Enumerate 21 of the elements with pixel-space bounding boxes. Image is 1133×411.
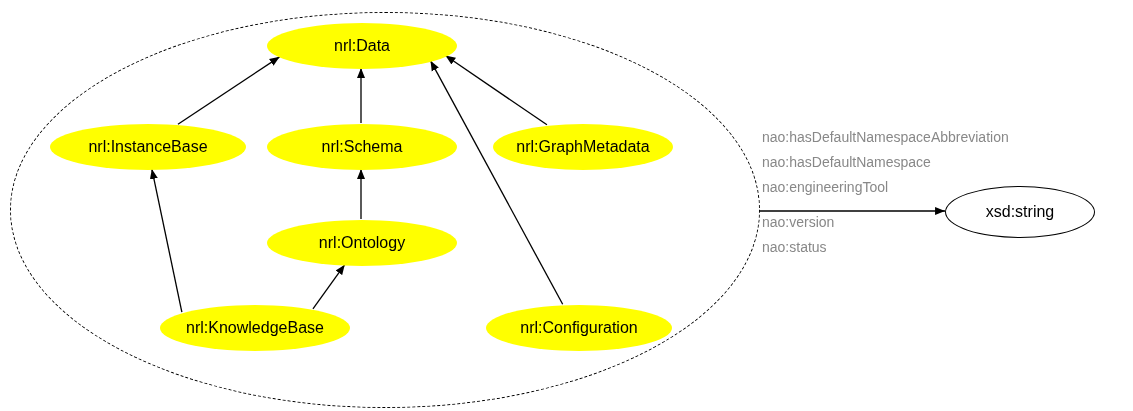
class-ellipse: nrl:Data xyxy=(267,23,457,69)
property-label: nao:status xyxy=(762,239,827,255)
property-label: nao:hasDefaultNamespace xyxy=(762,154,931,170)
property-label: nao:engineeringTool xyxy=(762,179,889,195)
class-ellipse: nrl:KnowledgeBase xyxy=(160,305,350,351)
class-ellipse: nrl:Configuration xyxy=(486,305,672,351)
class-ellipse: nrl:GraphMetadata xyxy=(493,124,673,170)
arrow xyxy=(149,168,183,313)
class-ellipse: xsd:string xyxy=(945,186,1095,238)
arrow xyxy=(357,67,365,124)
arrow xyxy=(444,54,548,126)
arrow xyxy=(357,168,365,220)
arrow xyxy=(177,56,281,125)
class-ellipse: nrl:Schema xyxy=(267,124,457,170)
arrow xyxy=(312,264,346,310)
arrow xyxy=(429,60,564,305)
arrow xyxy=(759,207,946,215)
property-label: nao:version xyxy=(762,214,835,230)
class-ellipse: nrl:Ontology xyxy=(267,220,457,266)
property-label: nao:hasDefaultNamespaceAbbreviation xyxy=(762,129,1009,145)
class-ellipse: nrl:InstanceBase xyxy=(50,124,246,170)
